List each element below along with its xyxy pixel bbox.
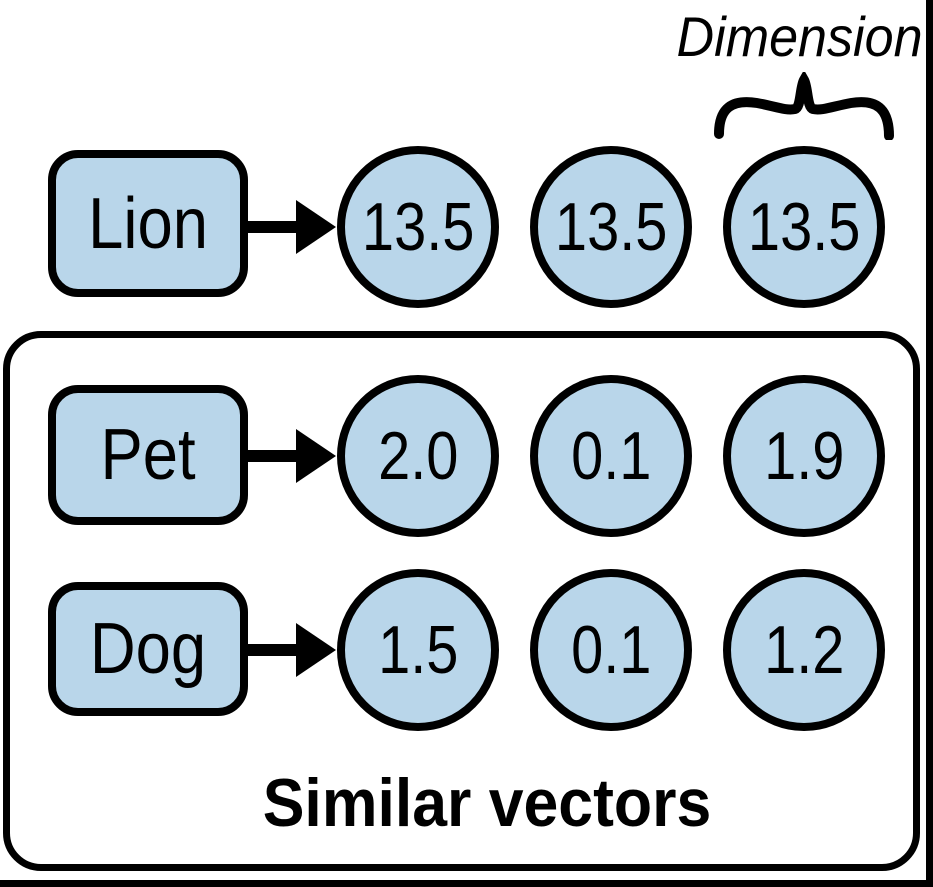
curly-brace-icon xyxy=(714,72,894,140)
vector-value: 1.2 xyxy=(763,612,845,688)
vector-value: 13.5 xyxy=(747,189,861,265)
entity-label: Lion xyxy=(88,183,208,264)
vector-value: 0.1 xyxy=(570,418,652,494)
vector-value: 13.5 xyxy=(554,189,668,265)
arrow-right-icon xyxy=(246,200,336,254)
image-edge-bottom xyxy=(0,880,933,887)
similar-vectors-label: Similar vectors xyxy=(262,765,712,841)
image-edge-right xyxy=(926,0,933,887)
arrow-right-icon xyxy=(246,623,336,677)
vector-value: 1.5 xyxy=(377,612,459,688)
vector-value-circle: 13.5 xyxy=(337,146,499,308)
vector-value: 0.1 xyxy=(570,612,652,688)
vector-value-circle: 0.1 xyxy=(530,569,692,731)
similar-vectors-group-box xyxy=(3,331,920,871)
entity-label: Pet xyxy=(100,415,196,495)
entity-label: Dog xyxy=(89,609,207,689)
vector-value-circle: 1.9 xyxy=(723,375,885,537)
vector-value: 13.5 xyxy=(361,189,475,265)
vector-value-circle: 1.5 xyxy=(337,569,499,731)
vector-value-circle: 1.2 xyxy=(723,569,885,731)
vector-value-circle: 13.5 xyxy=(723,146,885,308)
vector-value-circle: 13.5 xyxy=(530,146,692,308)
arrow-right-icon xyxy=(246,429,336,483)
vector-value: 2.0 xyxy=(377,418,459,494)
entity-box-lion: Lion xyxy=(48,150,248,297)
vector-value-circle: 0.1 xyxy=(530,375,692,537)
vector-value: 1.9 xyxy=(763,418,845,494)
vector-value-circle: 2.0 xyxy=(337,375,499,537)
entity-box-dog: Dog xyxy=(48,582,248,716)
dimension-label: Dimension xyxy=(676,5,923,68)
entity-box-pet: Pet xyxy=(48,385,248,525)
